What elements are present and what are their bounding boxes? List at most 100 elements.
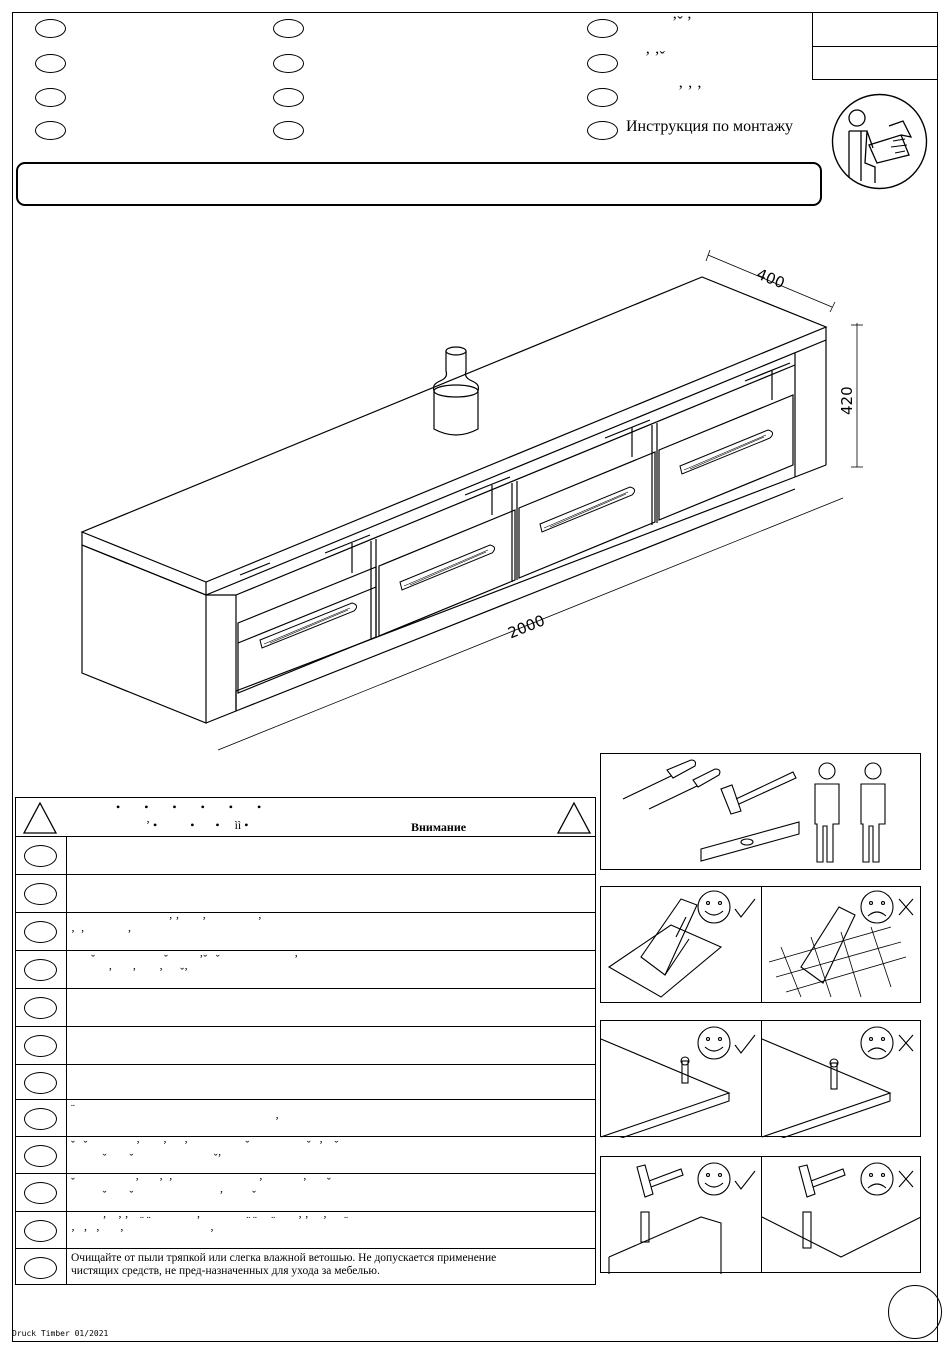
print-label: Druck Timber 01/2021 xyxy=(12,1329,109,1338)
header-marks-1: ʼˇ ʼ xyxy=(672,14,692,31)
screw-panel xyxy=(600,1020,921,1146)
warning-row-icon-cell xyxy=(16,1065,67,1099)
cross-icon xyxy=(898,1170,914,1188)
language-oval xyxy=(24,1035,57,1057)
screwdriver-icon xyxy=(648,768,721,810)
language-oval xyxy=(273,19,304,38)
assembly-surface-panel xyxy=(600,886,921,1003)
language-oval xyxy=(273,121,304,140)
warning-row-icon-cell xyxy=(16,1100,67,1136)
warning-row-text: ˇ ˇ ʼˇ ˇ ʼ ʼ ʼ ʼ ˇʼ xyxy=(71,954,299,979)
article-box xyxy=(812,12,938,80)
warning-row: ¨ ʼ xyxy=(16,1099,595,1136)
check-icon xyxy=(734,1170,756,1190)
dimension-height-label: 420 xyxy=(838,386,856,415)
language-oval xyxy=(587,54,618,73)
language-oval xyxy=(24,997,57,1019)
read-instructions-icon xyxy=(831,93,928,190)
warning-row-icon-cell xyxy=(16,837,67,874)
language-oval xyxy=(35,88,66,107)
instruction-title: Инструкция по монтажу xyxy=(626,118,794,135)
warning-row-text: ʼ ʼ ʼ ¨ ¨ ʼ ¨ ¨ ¨ ʼ ʼ ʼ ¨ʼ ʼ ʼ ʼ ʼ xyxy=(71,1215,348,1240)
dowel-panel xyxy=(600,1156,922,1274)
warning-row-icon-cell xyxy=(16,1212,67,1248)
warning-row-icon-cell xyxy=(16,1249,67,1285)
warning-row-icon-cell xyxy=(16,989,67,1026)
language-oval xyxy=(273,54,304,73)
warning-row xyxy=(16,836,595,874)
cross-icon xyxy=(898,898,914,916)
article-box-divider xyxy=(813,46,937,47)
warning-row-icon-cell xyxy=(16,1174,67,1211)
title-bar xyxy=(16,162,822,206)
warning-row-icon-cell xyxy=(16,875,67,912)
person-icon xyxy=(860,762,886,863)
page-number-circle xyxy=(888,1285,942,1339)
screw-illustration xyxy=(600,1026,914,1146)
warning-header-label: Внимание xyxy=(411,820,467,834)
language-oval xyxy=(24,1108,57,1130)
screwdriver-icon xyxy=(622,759,697,800)
tv-stand-drawing: 400 420 2000 xyxy=(80,249,863,751)
header-marks-3: ʼ ʼ ʼ xyxy=(678,83,702,100)
sad-face-icon xyxy=(860,1162,894,1196)
tools-illustration xyxy=(622,759,886,863)
dimension-width-label: 2000 xyxy=(505,611,547,642)
language-oval xyxy=(35,121,66,140)
dowel-illustration xyxy=(608,1162,922,1274)
page-frame xyxy=(12,12,938,1342)
warning-row-icon-cell xyxy=(16,1137,67,1173)
cross-icon xyxy=(898,1034,914,1052)
spirit-level-icon xyxy=(700,821,800,862)
language-oval xyxy=(24,1257,57,1279)
language-oval xyxy=(587,121,618,140)
warning-row: ˇ ˇ ʼ ʼ ʼ ˇ ˇ ʼ ˇ ˇ ˇ ˇʼ xyxy=(16,1136,595,1173)
language-oval xyxy=(587,88,618,107)
warning-row: ˇ ʼ ʼ ʼ ʼ ʼ ˇ ˇ ˇ ʼ ˇ xyxy=(16,1173,595,1211)
check-icon xyxy=(734,1034,756,1054)
warning-row-icon-cell xyxy=(16,913,67,950)
language-oval xyxy=(24,959,57,981)
language-oval xyxy=(273,88,304,107)
sad-face-icon xyxy=(860,1026,894,1060)
language-oval xyxy=(587,19,618,38)
language-oval xyxy=(35,19,66,38)
hammer-icon xyxy=(720,771,797,815)
warning-row-text: ˇ ˇ ʼ ʼ ʼ ˇ ˇ ʼ ˇ ˇ ˇ ˇʼ xyxy=(71,1140,339,1165)
warning-row-text: ˇ ʼ ʼ ʼ ʼ ʼ ˇ ˇ ˇ ʼ ˇ xyxy=(71,1177,331,1202)
warnings-table: • • • • • • ʼ • • • ìì • Внимание ʼ ʼ ʼ xyxy=(15,797,596,1285)
warning-header-dots-1: • • • • • • xyxy=(116,800,262,814)
tools-panel xyxy=(600,753,921,870)
warning-triangle-icon xyxy=(22,801,58,834)
warning-row xyxy=(16,1064,595,1099)
warning-triangle-icon xyxy=(556,801,592,834)
language-oval xyxy=(24,1145,57,1167)
warning-row: ʼ ʼ ʼ ¨ ¨ ʼ ¨ ¨ ¨ ʼ ʼ ʼ ¨ʼ ʼ ʼ ʼ ʼ xyxy=(16,1211,595,1248)
warning-row: Очищайте от пыли тряпкой или слегка влаж… xyxy=(16,1248,595,1285)
warning-row xyxy=(16,874,595,912)
person-icon xyxy=(814,762,840,863)
language-oval xyxy=(24,1072,57,1094)
warning-header-dots-2: ʼ • • • ìì • xyxy=(146,818,249,832)
language-oval xyxy=(24,845,57,867)
warning-row xyxy=(16,988,595,1026)
language-oval xyxy=(24,921,57,943)
warning-row-text: ¨ ʼ xyxy=(71,1103,279,1128)
warning-row-icon-cell xyxy=(16,1027,67,1064)
happy-face-icon xyxy=(697,890,731,924)
dimension-depth-label: 400 xyxy=(754,265,787,292)
happy-face-icon xyxy=(697,1026,731,1060)
language-oval xyxy=(24,1182,57,1204)
language-oval xyxy=(35,54,66,73)
happy-face-icon xyxy=(697,1162,731,1196)
language-oval xyxy=(24,883,57,905)
check-icon xyxy=(734,898,756,918)
sad-face-icon xyxy=(860,890,894,924)
header-marks-2: ʼ ʼˇ xyxy=(645,49,665,66)
language-oval xyxy=(24,1220,57,1242)
warning-row xyxy=(16,1026,595,1064)
warning-row-icon-cell xyxy=(16,951,67,988)
warning-row: ˇ ˇ ʼˇ ˇ ʼ ʼ ʼ ʼ ˇʼ xyxy=(16,950,595,988)
